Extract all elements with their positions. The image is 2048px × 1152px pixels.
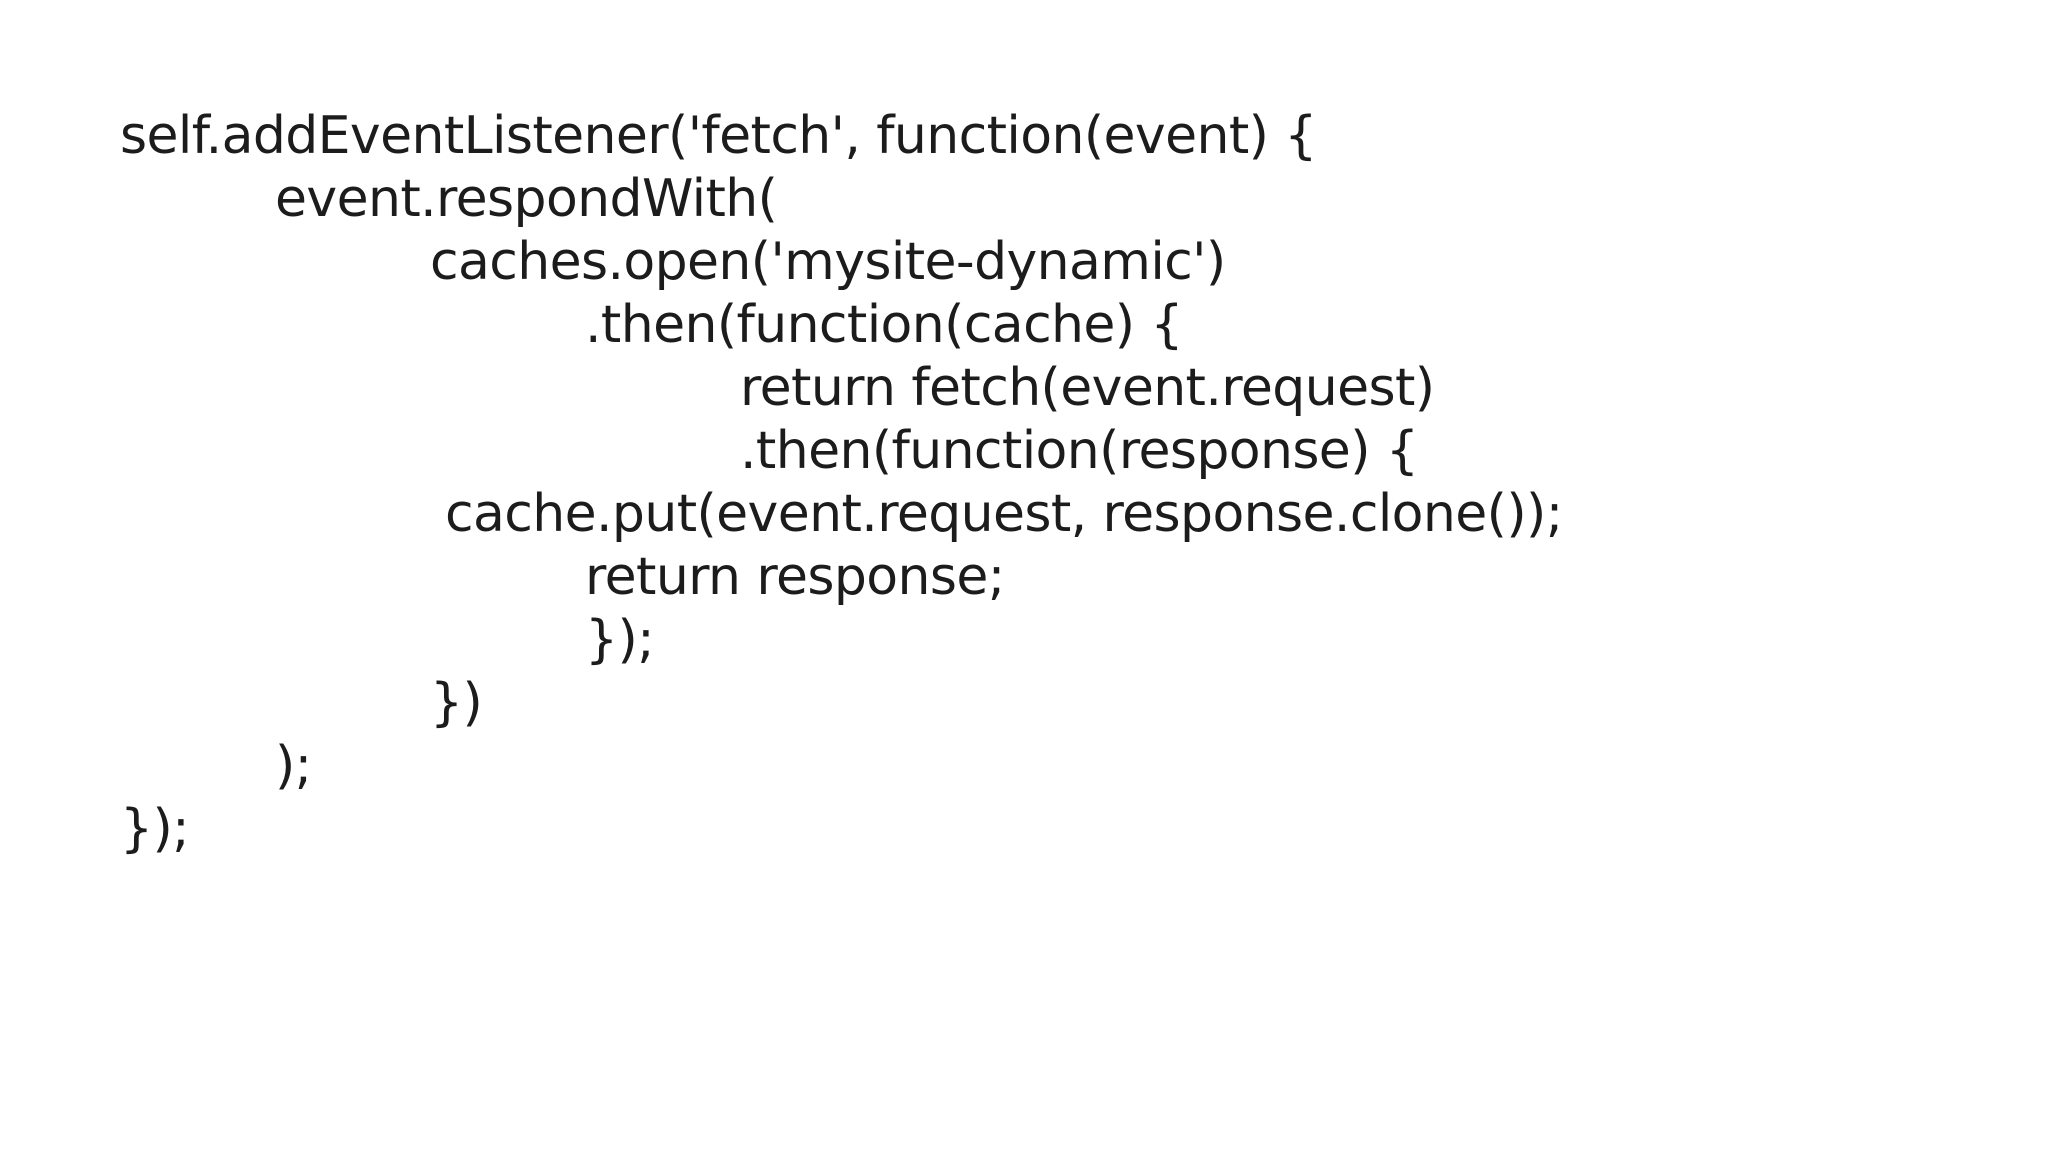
code-line: }) <box>430 673 483 733</box>
code-line: ); <box>275 736 312 796</box>
code-line: caches.open('mysite-dynamic') <box>430 232 1226 292</box>
code-line: }); <box>585 610 655 670</box>
code-line: }); <box>120 799 190 859</box>
code-line: .then(function(response) { <box>740 421 1419 481</box>
code-line: return fetch(event.request) <box>740 358 1435 418</box>
code-line: event.respondWith( <box>275 169 778 229</box>
javascript-code: self.addEventListener('fetch', function(… <box>0 105 2048 861</box>
code-line: .then(function(cache) { <box>585 295 1184 355</box>
code-line: cache.put(event.request, response.clone(… <box>445 484 1563 544</box>
code-line: return response; <box>585 547 1005 607</box>
code-line: self.addEventListener('fetch', function(… <box>120 106 1317 166</box>
code-block: self.addEventListener('fetch', function(… <box>0 105 2048 861</box>
